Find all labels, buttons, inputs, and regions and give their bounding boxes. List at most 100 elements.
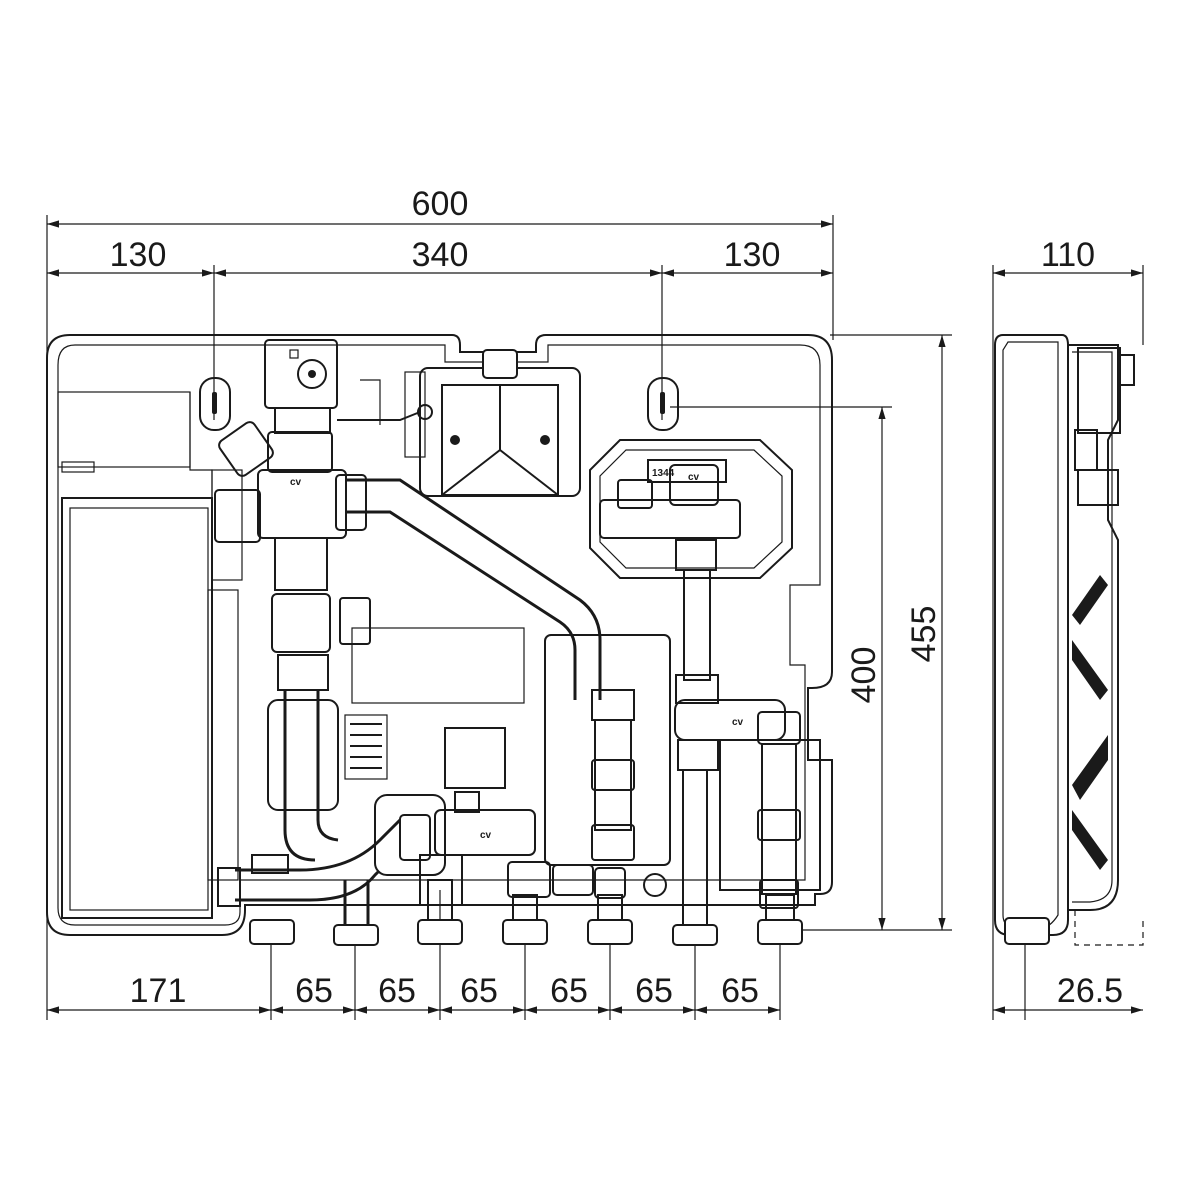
plate-code-text: 1344 [652,468,675,479]
hx-outlet-nut [675,539,717,571]
mounting-slot-left [199,377,231,431]
thermostat-body [274,407,331,434]
return-pipe [761,743,797,895]
return-module [719,739,821,891]
riser-pipe [343,880,370,925]
connection-nut-2 [333,924,379,946]
diverter-actuator [454,791,480,813]
side-bracket-upper [1072,575,1108,625]
valve-mark-4: cv [480,830,492,841]
left-panel-nameplate [61,461,95,473]
side-bracket-lower [1072,810,1108,870]
label-spacing-2: 65 [378,972,416,1010]
diverter-valve-body [434,809,536,856]
junction-box-cable-gland [482,349,518,379]
housing-inner-border [57,344,821,926]
left-panel-lid-inner [69,507,209,911]
connection-stub-6 [682,769,708,926]
connection-nut-1 [249,919,295,945]
side-housing [994,334,1069,936]
mixing-valve-body [257,469,347,539]
mixing-valve-left-nut [214,489,261,543]
hx-fitting-left [617,479,653,509]
left-frame-column-lower [207,589,239,881]
supply-pipe-inner [345,510,577,700]
diverter-outlet [419,854,463,906]
left-frame-column [211,469,243,581]
right-pipe-nut-low [591,824,635,861]
cold-supply-upper-nut [251,854,289,874]
diverter-housing [374,794,446,876]
junction-box-rail [404,371,426,458]
connection-nut-3 [417,919,463,945]
thermostat-dial-center [308,370,316,378]
connection-stub-7 [765,894,795,921]
heat-exchanger-plate [589,439,793,579]
capillary-tube [337,411,421,421]
info-placeholder [351,627,525,704]
label-rear-offset: 26.5 [1057,972,1123,1010]
side-view [994,334,1144,946]
label-spacing-4: 65 [550,972,588,1010]
mounting-slot-right [647,377,679,431]
label-first-connection: 171 [130,972,187,1010]
heat-exchanger-plate-inner [599,449,783,569]
side-connection-nut [1004,917,1050,945]
label-spacing-1: 65 [295,972,333,1010]
hx-outlet-pipe [683,569,711,681]
side-component-envelope [1068,344,1119,911]
junction-box-screw-left [450,435,460,445]
thermostat-window [289,349,299,359]
diverter-nut [399,814,431,861]
distribution-block [444,727,506,789]
drain-cap [643,873,667,897]
side-housing-inner [1002,341,1059,929]
dimension-labels: 600 130 340 130 110 455 400 171 65 65 65… [110,185,1123,1010]
supply-pipe-outer [345,478,602,700]
cold-supply-nut [217,867,241,907]
side-fitting-1 [1074,429,1098,471]
label-center-span: 340 [412,236,469,274]
valve-mark-2: cv [688,472,700,483]
return-valve-nut [677,739,719,771]
left-panel-upper [57,391,191,468]
connection-nut-4 [502,919,548,945]
valve-mark-3: cv [732,717,744,728]
side-component-inner [1072,351,1113,903]
hx-outlet-union [675,674,719,704]
valve-mark-1: cv [290,477,302,488]
label-height-total: 455 [905,606,943,663]
label-overall-width: 600 [412,185,469,223]
connection-nut-7 [757,919,803,945]
flow-sensor-nut [552,864,594,896]
junction-box-screw-right [540,435,550,445]
left-panel-lid [61,497,213,919]
lower-union [274,537,328,591]
front-view: 1344 cv [46,334,833,946]
warning-label [344,714,388,780]
right-pipe-nut-mid [591,759,635,791]
label-height-mount: 400 [845,647,883,704]
mixing-valve-right-nut [335,474,367,531]
drain-valve [594,867,626,899]
side-thermostat [1077,347,1121,434]
label-depth: 110 [1041,236,1095,274]
junction-box-cover-lines [441,448,559,496]
return-pipe-nut-low [759,879,799,909]
mounting-slot-left-hole [212,392,217,414]
flow-sensor [507,861,551,898]
mixing-valve-top [267,431,333,473]
connection-nut-5 [587,919,633,945]
return-valve-body [674,699,786,741]
hx-valve-body [669,464,719,506]
connection-stub-3 [427,879,453,921]
check-valve-side-port [339,597,371,645]
dimension-lines [46,215,1144,1020]
connection-stub-4 [512,894,538,921]
buffer-module [544,634,671,866]
side-rear-clearance [1074,910,1144,946]
pump-pipe-left [283,690,316,862]
pump-union [277,654,329,691]
label-right-margin: 130 [724,236,781,274]
